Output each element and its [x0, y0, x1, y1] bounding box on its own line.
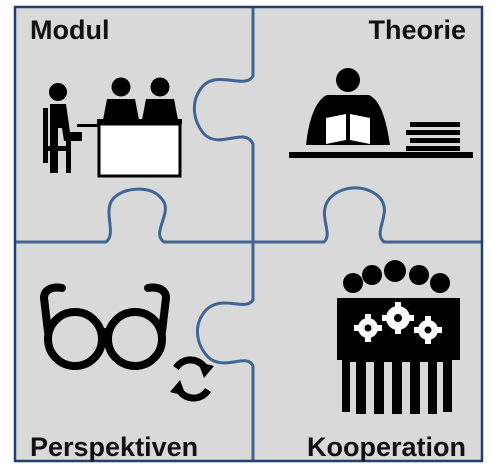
puzzle-frame — [13, 5, 484, 463]
perspektiven-title: Perspektiven — [30, 432, 199, 462]
theorie-title: Theorie — [368, 15, 466, 45]
refresh-icon — [170, 356, 214, 402]
puzzle-background — [14, 6, 483, 462]
team-gears-icon — [337, 260, 460, 414]
reading-person-icon — [289, 68, 473, 158]
kooperation-title: Kooperation — [307, 432, 466, 462]
horizontal-seam — [16, 186, 481, 244]
glasses-icon — [39, 283, 171, 370]
glasses-refresh-icon — [39, 283, 214, 402]
classroom-desk-icon — [43, 77, 182, 178]
modul-title: Modul — [30, 15, 110, 45]
vertical-seam — [193, 8, 255, 460]
